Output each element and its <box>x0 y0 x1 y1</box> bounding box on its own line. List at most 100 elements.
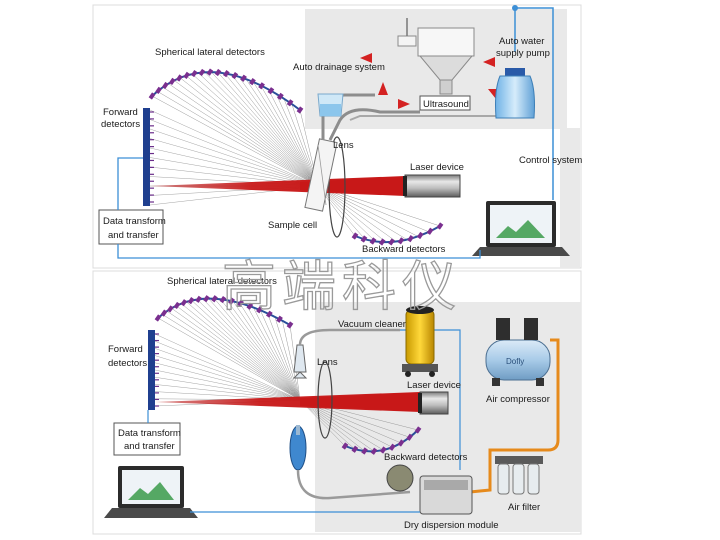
scatter-ray <box>171 308 301 401</box>
scatter-ray <box>154 355 301 401</box>
scatter-ray <box>220 299 301 401</box>
scatter-ray <box>149 147 319 187</box>
top-water-bottle <box>495 68 535 119</box>
bottom-forward-label-1: Forward <box>108 344 143 355</box>
bottom-dispersion-tube <box>289 425 307 471</box>
detector-element <box>160 309 168 317</box>
scatter-ray <box>268 89 319 187</box>
scatter-ray <box>179 77 319 187</box>
scatter-ray <box>181 303 301 401</box>
detector-element <box>388 238 395 246</box>
detector-element <box>267 87 275 95</box>
detector-element <box>168 77 176 85</box>
scatter-ray <box>154 369 301 401</box>
top-spherical-detectors <box>148 68 304 114</box>
scatter-ray <box>174 80 319 187</box>
detector-element <box>237 299 244 307</box>
bottom-feed-hose <box>296 469 411 500</box>
detector-element <box>240 74 247 82</box>
detector-element <box>265 310 273 318</box>
detector-element <box>351 445 359 453</box>
scatter-ray <box>149 138 319 187</box>
scatter-ray <box>162 86 319 187</box>
scatter-ray <box>154 340 301 401</box>
scatter-ray <box>253 81 319 187</box>
scatter-ray <box>191 73 319 187</box>
bottom-data-transfer-box <box>113 422 181 456</box>
bottom-data-wire <box>147 410 420 513</box>
detector-element <box>416 231 424 240</box>
scatter-ray <box>154 333 301 401</box>
top-laser-device <box>403 174 461 198</box>
top-drainage-beaker <box>317 93 344 117</box>
detector-element <box>161 81 169 90</box>
detector-element <box>286 321 294 329</box>
top-backward-label: Backward detectors <box>362 244 446 255</box>
top-ultrasound-unit <box>397 18 475 111</box>
bottom-forward-detector-bar <box>148 330 155 410</box>
detector-element <box>388 443 396 451</box>
scatter-ray <box>267 313 301 401</box>
top-forward-detector-bar <box>143 108 150 206</box>
top-sample-cell-label: Sample cell <box>268 220 317 231</box>
scatter-ray <box>154 376 301 401</box>
top-forward-detector-elements <box>150 111 154 203</box>
detector-element <box>406 433 413 441</box>
scatter-ray <box>231 74 319 187</box>
scatter-ray <box>245 78 319 187</box>
top-data-label-2: and transfer <box>108 230 159 241</box>
bottom-forward-label-2: detectors <box>108 358 147 369</box>
detector-element <box>370 447 378 455</box>
detector-element <box>219 295 227 304</box>
detector-element <box>246 302 254 310</box>
scatter-ray <box>202 298 301 401</box>
bottom-dry-dispersion-label: Dry dispersion module <box>404 520 499 531</box>
bottom-vacuum-hose <box>298 328 400 346</box>
scatter-ray <box>317 185 429 233</box>
top-laser-label: Laser device <box>410 162 464 173</box>
top-lower-right-gray <box>560 128 580 268</box>
scatter-ray <box>238 76 319 187</box>
bottom-orange-air-tube <box>469 338 560 494</box>
scatter-ray <box>317 185 397 242</box>
scatter-ray <box>168 83 319 187</box>
top-scatter-rays <box>149 71 441 243</box>
top-flow-arrows <box>360 53 504 109</box>
scatter-ray <box>208 298 301 401</box>
scatter-ray <box>253 307 301 401</box>
scatter-ray <box>317 185 408 240</box>
top-spherical-label: Spherical lateral detectors <box>155 47 265 58</box>
bottom-laser-label: Laser device <box>407 380 461 391</box>
bottom-backward-label: Backward detectors <box>384 452 468 463</box>
scatter-ray <box>239 302 301 401</box>
scatter-ray <box>232 301 301 401</box>
scatter-ray <box>154 362 301 401</box>
detector-element <box>190 69 198 78</box>
detector-element <box>397 439 405 447</box>
scatter-ray <box>317 185 418 237</box>
scatter-ray <box>176 305 301 401</box>
top-auto-drainage-label: Auto drainage system <box>293 62 385 73</box>
bottom-data-label-1: Data transform <box>118 428 181 439</box>
watermark-text: 高端科仪 <box>222 255 462 318</box>
scatter-ray <box>217 72 319 187</box>
detector-element <box>378 238 386 246</box>
bottom-labels: Spherical lateral detectors Forward dete… <box>108 276 550 531</box>
bottom-panel <box>92 270 582 535</box>
scatter-ray <box>204 72 319 187</box>
top-feed-pipe <box>328 108 420 141</box>
detector-element <box>397 237 405 245</box>
detector-element <box>426 227 434 235</box>
top-sample-cell <box>304 138 338 212</box>
scatter-ray <box>282 320 301 401</box>
top-data-label-1: Data transform <box>103 216 166 227</box>
detector-element <box>228 297 235 305</box>
bottom-compressor-brand: Dofly <box>506 357 524 366</box>
scatter-ray <box>214 298 301 401</box>
top-control-wire <box>514 7 554 200</box>
scatter-ray <box>274 316 301 401</box>
detector-element <box>173 301 181 310</box>
detector-element <box>258 82 265 90</box>
detector-element <box>214 68 222 77</box>
